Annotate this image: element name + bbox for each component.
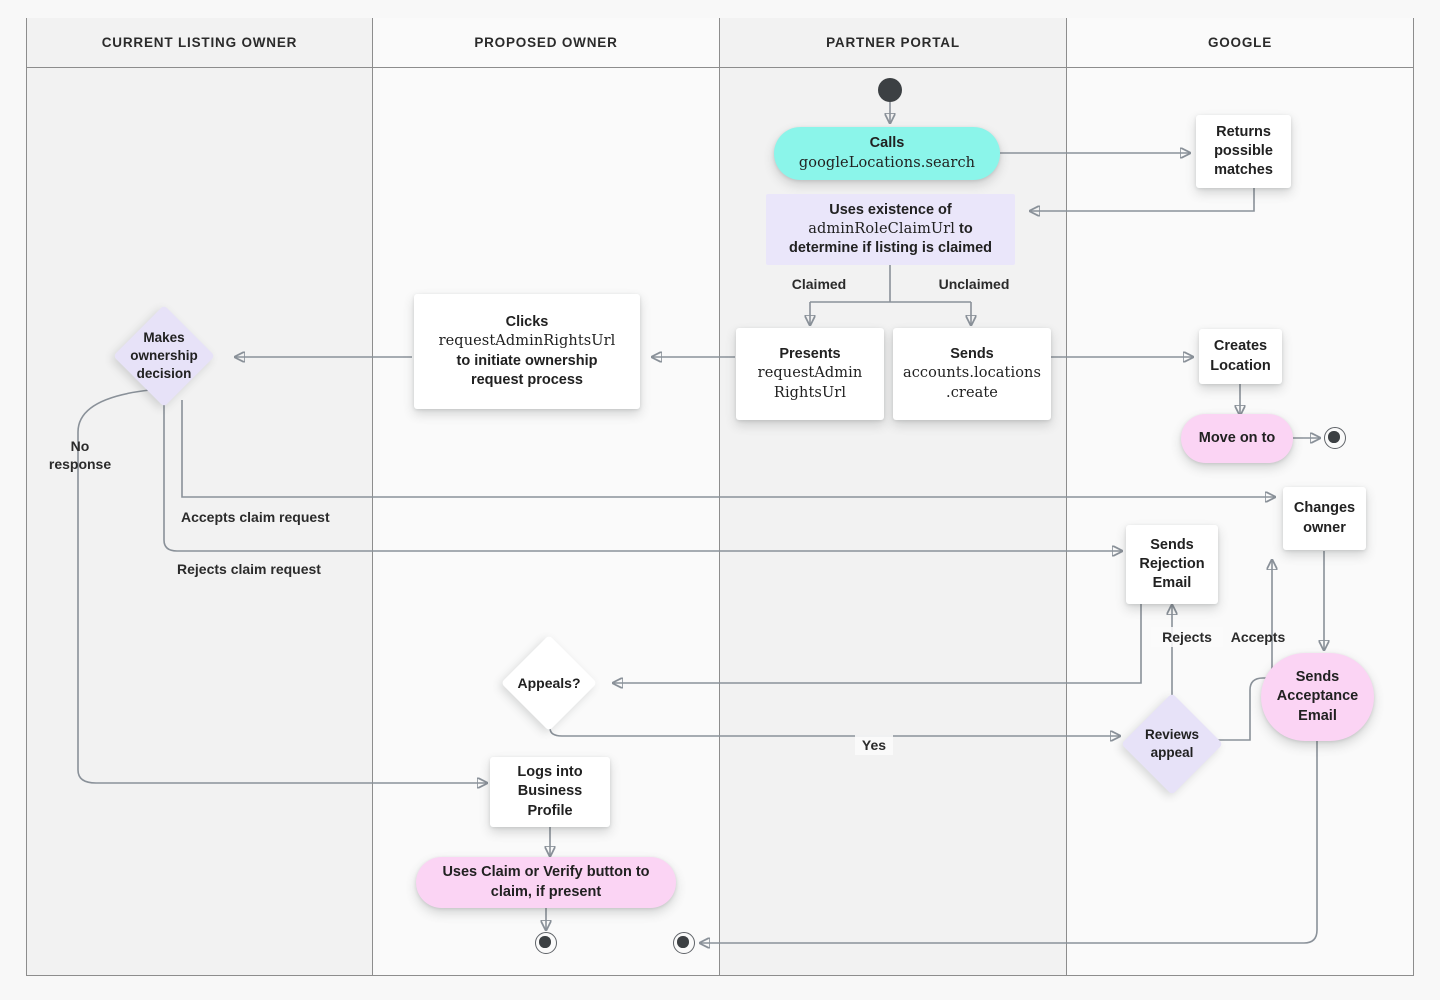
node-clicks-request-admin-rights-url[interactable]: Clicks requestAdminRightsUrl to initiate… (414, 294, 640, 409)
node-makes-ownership-decision-text: Makes ownership decision (130, 330, 198, 381)
end-node-partner-portal (673, 932, 695, 954)
node-sends-accounts-locations-create[interactable]: Sends accounts.locations .create (893, 328, 1051, 420)
node-creates-location-text: Creates Location (1210, 338, 1271, 374)
node-clicks-line2: requestAdminRightsUrl (438, 333, 616, 350)
swimlane-proposed-owner: PROPOSED OWNER (373, 18, 720, 976)
node-calls-line1: Calls (869, 135, 905, 152)
node-reviews-appeal[interactable]: Reviews appeal (1121, 693, 1223, 795)
node-move-on-to-text: Move on to (1198, 429, 1276, 446)
swimlane-header-partner-portal: PARTNER PORTAL (720, 18, 1066, 68)
node-presents-line1: Presents (779, 346, 841, 363)
swimlane-header-google: GOOGLE (1067, 18, 1413, 68)
edge-label-accepts-claim-request: Accepts claim request (181, 509, 330, 525)
edge-label-claimed: Claimed (791, 276, 847, 292)
swimlane-header-current-listing-owner: CURRENT LISTING OWNER (27, 18, 372, 68)
node-calls-line2: googleLocations.search (798, 154, 976, 171)
node-appeals-question[interactable]: Appeals? (500, 634, 598, 732)
node-sends-create-line2: accounts.locations .create (902, 365, 1042, 401)
node-logs-into-business-profile[interactable]: Logs into Business Profile (490, 757, 610, 827)
node-move-on-to[interactable]: Move on to (1181, 414, 1293, 463)
edge-label-yes: Yes (855, 735, 893, 756)
node-creates-location[interactable]: Creates Location (1199, 329, 1282, 384)
node-uses-claim-or-verify-button-text: Uses Claim or Verify button to claim, if… (442, 864, 650, 900)
swimlane-header-proposed-owner: PROPOSED OWNER (373, 18, 719, 68)
node-calls-google-locations-search[interactable]: Calls googleLocations.search (774, 127, 1000, 180)
node-uses-pre: Uses existence of (829, 201, 952, 218)
node-clicks-line1: Clicks (505, 314, 549, 331)
edge-label-rejects-claim-request: Rejects claim request (177, 561, 321, 577)
node-clicks-line3: to initiate ownership request process (456, 352, 598, 388)
node-reviews-appeal-text: Reviews appeal (1144, 727, 1200, 760)
end-node-proposed-owner (535, 932, 557, 954)
node-makes-ownership-decision[interactable]: Makes ownership decision (113, 305, 215, 407)
node-appeals-question-text: Appeals? (517, 674, 581, 691)
node-uses-claim-or-verify-button[interactable]: Uses Claim or Verify button to claim, if… (416, 857, 676, 908)
node-uses-code: adminRoleClaimUrl (808, 220, 956, 237)
swimlane-body-proposed-owner (373, 68, 719, 976)
node-sends-acceptance-email[interactable]: Sends Acceptance Email (1261, 653, 1374, 741)
edge-label-rejects: Rejects (1151, 627, 1223, 648)
node-sends-create-line1: Sends (950, 346, 994, 363)
node-sends-acceptance-email-text: Sends Acceptance Email (1276, 669, 1359, 724)
edge-label-accepts: Accepts (1230, 629, 1286, 645)
node-uses-existence-of-admin-role-claim-url[interactable]: Uses existence of adminRoleClaimUrl to d… (766, 194, 1015, 265)
node-returns-text: Returns possible matches (1214, 123, 1273, 179)
node-uses-post: to determine if listing is claimed (788, 220, 993, 257)
node-changes-owner[interactable]: Changes owner (1283, 487, 1366, 550)
node-sends-rejection-email[interactable]: Sends Rejection Email (1126, 525, 1218, 604)
swimlane-current-listing-owner: CURRENT LISTING OWNER (26, 18, 373, 976)
edge-label-unclaimed: Unclaimed (938, 276, 1010, 292)
node-changes-owner-text: Changes owner (1293, 500, 1356, 536)
end-node-google (1324, 427, 1346, 449)
node-presents-line2: requestAdmin RightsUrl (757, 365, 863, 401)
node-returns-possible-matches[interactable]: Returns possible matches (1196, 115, 1291, 188)
start-node (878, 78, 902, 102)
node-sends-rejection-email-text: Sends Rejection Email (1139, 536, 1205, 592)
edge-label-no-response: No response (48, 438, 112, 473)
node-logs-into-business-profile-text: Logs into Business Profile (517, 764, 583, 819)
node-presents-request-admin-rights-url[interactable]: Presents requestAdmin RightsUrl (736, 328, 884, 420)
